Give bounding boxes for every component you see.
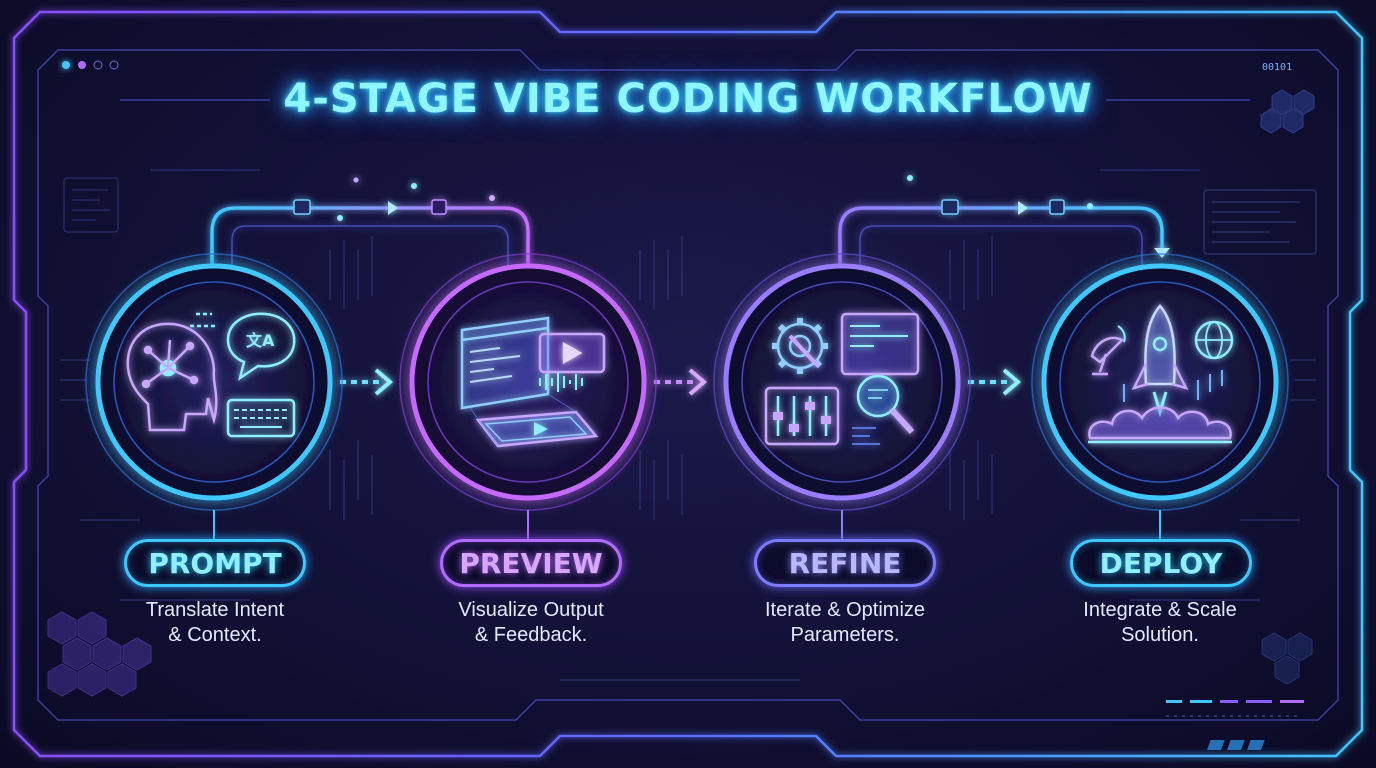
dashed-arrow-2 <box>654 368 708 396</box>
stage-desc-deploy-line1: Integrate & Scale <box>1083 599 1237 621</box>
stage-desc-refine: Iterate & Optimize Parameters. <box>725 598 965 648</box>
stage-desc-preview-line1: Visualize Output <box>458 599 604 621</box>
inner-frame <box>37 49 1339 721</box>
title-underline <box>120 99 1250 133</box>
stage-prompt-node: 文A <box>85 253 343 540</box>
screen-video-preview-icon <box>460 316 606 448</box>
svg-text:文A: 文A <box>246 331 275 350</box>
arc-arrow-head-2 <box>1018 201 1028 215</box>
dashed-arrow-3 <box>968 368 1022 396</box>
stage-desc-prompt: Translate Intent & Context. <box>95 598 335 648</box>
stage-desc-deploy-line2: Solution. <box>1121 624 1199 646</box>
stage-label-deploy: DEPLOY <box>1070 539 1252 587</box>
stage-desc-preview: Visualize Output & Feedback. <box>411 598 651 648</box>
head-translate-keyboard-icon: 文A <box>126 312 296 438</box>
window-dots <box>62 60 119 70</box>
hexagon-cluster-bottom-right <box>1261 632 1313 685</box>
arc-arrow-head-1 <box>388 201 398 215</box>
arc-glow-dots <box>337 175 1093 221</box>
stage-preview-node <box>399 253 657 540</box>
stage-desc-prompt-line2: & Context. <box>168 624 262 646</box>
arc-arrow-head-3 <box>1154 248 1170 258</box>
corner-code-text: 00101 <box>1262 62 1292 73</box>
stage-desc-refine-line2: Parameters. <box>790 624 900 646</box>
rocket-launch-icon <box>1088 304 1234 444</box>
stage-desc-deploy: Integrate & Scale Solution. <box>1040 598 1280 648</box>
corner-accents <box>30 9 1346 759</box>
hexagon-cluster-top-right <box>1260 89 1315 134</box>
page-title: 4-STAGE VIBE CODING WORKFLOW <box>283 76 1093 122</box>
stage-desc-preview-line2: & Feedback. <box>474 624 588 646</box>
stage-desc-refine-line1: Iterate & Optimize <box>764 599 926 621</box>
stage-label-refine: REFINE <box>754 539 936 587</box>
arc-connector-3-4 <box>838 199 1170 268</box>
stage-label-prompt: PROMPT <box>124 539 306 587</box>
stage-refine-node <box>713 253 971 540</box>
side-panel-right <box>1203 189 1317 255</box>
circuit-traces <box>60 169 1316 681</box>
status-bar-bottom-right <box>1166 700 1304 717</box>
gear-sliders-magnifier-icon <box>764 312 920 446</box>
arc-connector-1-2 <box>210 199 530 268</box>
stage-deploy-node <box>1031 253 1289 540</box>
stage-label-preview: PREVIEW <box>440 539 622 587</box>
stage-desc-prompt-line1: Translate Intent <box>145 599 285 621</box>
side-panel-left <box>63 177 119 233</box>
hexagon-cluster-bottom-left <box>47 611 152 697</box>
dashed-arrow-1 <box>340 368 394 396</box>
